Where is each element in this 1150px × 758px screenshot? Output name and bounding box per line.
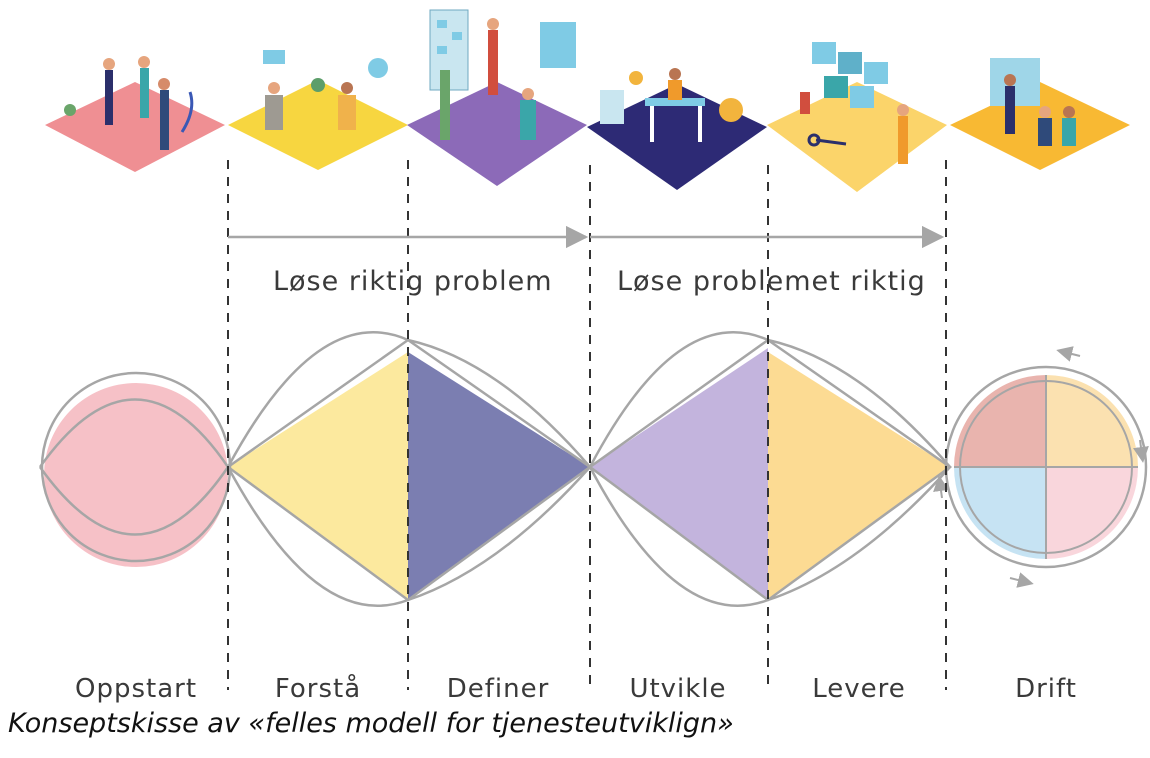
utvikle-triangle bbox=[590, 348, 768, 600]
span-label-solve-right-problem: Løse riktig problem bbox=[273, 266, 553, 297]
desk-scene-icon bbox=[587, 68, 767, 190]
span-label-solve-problem-right: Løse problemet riktig bbox=[617, 266, 926, 297]
kickoff-scene-icon bbox=[45, 56, 225, 172]
phase-separators bbox=[227, 160, 947, 690]
definer-triangle bbox=[408, 352, 590, 600]
phase-label-drift: Drift bbox=[1015, 674, 1077, 704]
forsta-triangle bbox=[228, 352, 408, 600]
phase-label-oppstart: Oppstart bbox=[74, 674, 198, 704]
phase-label-levere: Levere bbox=[812, 674, 906, 704]
board-scene-icon bbox=[407, 9, 587, 186]
puzzle-scene-icon bbox=[767, 42, 947, 192]
phase-label-forsta: Forstå bbox=[274, 674, 362, 704]
phase-label-definer: Definer bbox=[446, 674, 550, 704]
oppstart-circle bbox=[44, 383, 228, 567]
figure-caption: Konseptskisse av «felles modell for tjen… bbox=[8, 708, 734, 739]
presentation-scene-icon bbox=[950, 58, 1130, 170]
phase-label-utvikle: Utvikle bbox=[629, 674, 727, 704]
drift-circle bbox=[933, 346, 1149, 588]
workshop-scene-icon bbox=[228, 50, 408, 170]
levere-triangle bbox=[768, 352, 950, 600]
